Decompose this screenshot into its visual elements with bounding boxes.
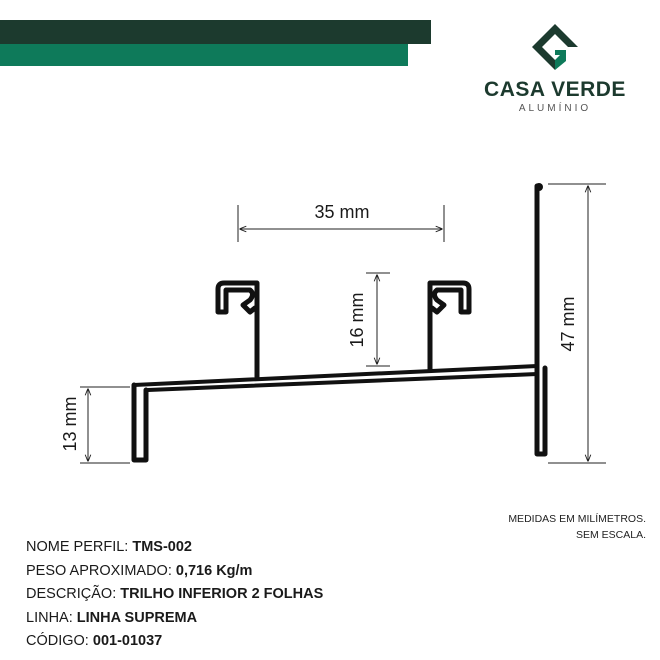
spec-row-weight: PESO APROXIMADO: 0,716 Kg/m — [26, 562, 253, 579]
dimension-16 — [366, 272, 390, 367]
dimension-47-label: 47 mm — [558, 296, 578, 351]
brand-logo: CASA VERDE ALUMÍNIO — [470, 22, 640, 132]
header-band-dark — [0, 20, 431, 44]
dimension-47 — [548, 183, 606, 464]
profile-drawing: 35 mm 16 mm 47 mm 13 mm — [60, 183, 606, 464]
scale-note-line1: MEDIDAS EM MILÍMETROS. — [508, 513, 646, 525]
brand-mark-icon — [532, 24, 578, 70]
dimension-35-label: 35 mm — [314, 202, 369, 222]
dimension-35 — [237, 205, 445, 242]
dimension-13 — [80, 386, 130, 464]
spec-row-line: LINHA: LINHA SUPREMA — [26, 609, 198, 626]
dimension-13-label: 13 mm — [60, 396, 80, 451]
brand-subtitle: ALUMÍNIO — [518, 103, 592, 114]
scale-note-line2: SEM ESCALA. — [575, 529, 646, 541]
rail-profile — [131, 183, 548, 463]
scale-note: MEDIDAS EM MILÍMETROS. SEM ESCALA. — [508, 511, 646, 543]
spec-list: NOME PERFIL: TMS-002 PESO APROXIMADO: 0,… — [26, 536, 323, 654]
brand-name: CASA VERDE — [484, 78, 626, 101]
spec-row-name: NOME PERFIL: TMS-002 — [26, 539, 192, 555]
spec-row-description: DESCRIÇÃO: TRILHO INFERIOR 2 FOLHAS — [26, 586, 324, 602]
header-band-green — [0, 44, 408, 66]
dimension-16-label: 16 mm — [347, 292, 367, 347]
spec-row-code: CÓDIGO: 001-01037 — [26, 633, 163, 649]
